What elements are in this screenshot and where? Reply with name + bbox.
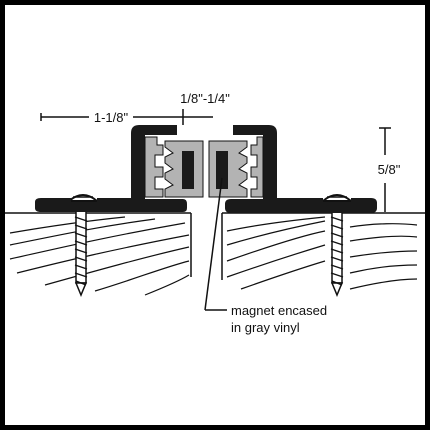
dimension-gap-label: 1/8"-1/4" <box>180 91 230 106</box>
right-screw <box>320 194 354 297</box>
dimension-left-width: 1-1/8" <box>40 110 183 125</box>
dimension-gap: 1/8"-1/4" <box>180 91 230 125</box>
right-threshold-profile <box>225 125 377 213</box>
callout-line-2: in gray vinyl <box>231 320 300 335</box>
callout-line-1: magnet encased <box>231 303 327 318</box>
left-magnet <box>182 151 194 189</box>
dimension-height-label: 5/8" <box>378 162 401 177</box>
dimension-left-width-label: 1-1/8" <box>94 110 129 125</box>
magnet-callout: magnet encased in gray vinyl <box>204 177 327 335</box>
diagram-canvas: 1-1/8" 1/8"-1/4" 5/8" magnet encased in <box>5 5 425 425</box>
left-screw <box>66 194 100 297</box>
right-floor-board <box>221 212 425 290</box>
right-magnet <box>216 151 228 189</box>
dimension-height: 5/8" <box>378 127 401 212</box>
threshold-diagram: 1-1/8" 1/8"-1/4" 5/8" magnet encased in <box>5 91 425 335</box>
left-threshold-profile <box>35 125 187 212</box>
left-vinyl-gasket <box>144 136 204 198</box>
left-floor-board <box>5 212 192 296</box>
